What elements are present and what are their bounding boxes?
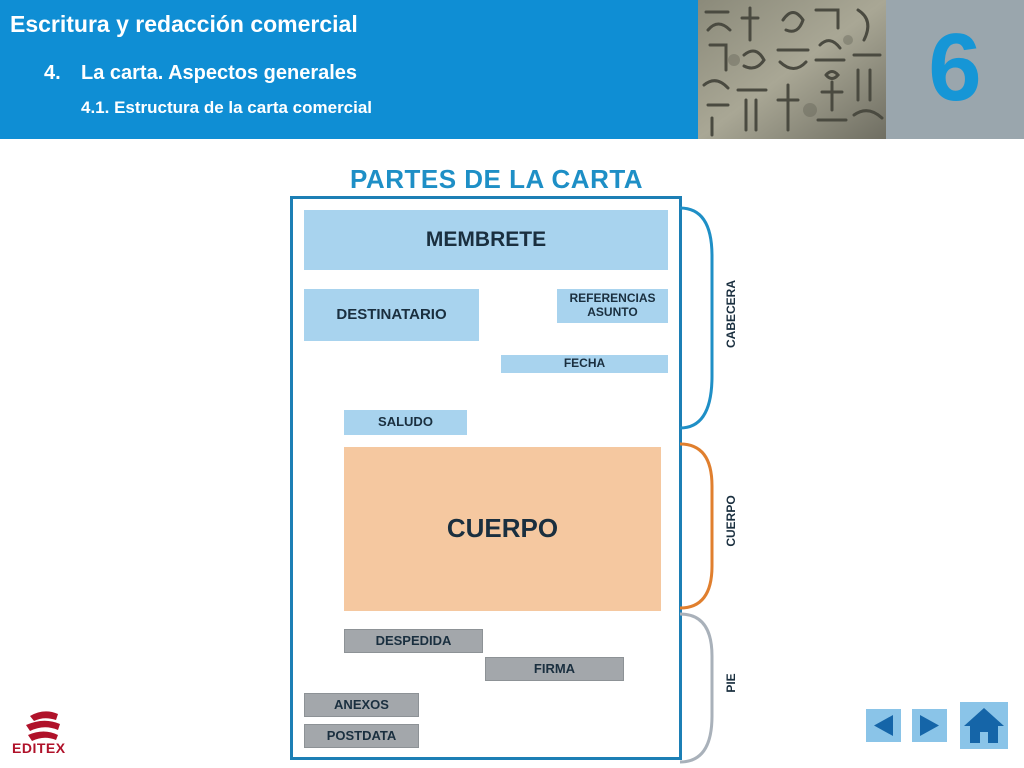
- chapter-badge: 6: [886, 0, 1024, 139]
- block-referencias-asunto: REFERENCIAS ASUNTO: [557, 289, 668, 323]
- block-membrete: MEMBRETE: [304, 210, 668, 270]
- home-button[interactable]: [960, 702, 1008, 749]
- section-brackets: [679, 206, 714, 764]
- block-cuerpo: CUERPO: [344, 447, 661, 611]
- block-anexos: ANEXOS: [304, 693, 419, 717]
- home-icon: [964, 708, 1004, 743]
- logo-text: EDITEX: [12, 740, 66, 756]
- block-destinatario: DESTINATARIO: [304, 289, 479, 341]
- label-referencias: REFERENCIAS: [569, 291, 656, 306]
- block-firma: FIRMA: [485, 657, 624, 681]
- subsection-heading: 4.1. Estructura de la carta comercial: [81, 98, 373, 117]
- next-arrow-icon: [920, 715, 939, 736]
- editex-logo-mark-icon: [26, 711, 60, 741]
- block-despedida: DESPEDIDA: [344, 629, 483, 653]
- editex-logo: EDITEX: [10, 708, 80, 760]
- letter-frame: MEMBRETE DESTINATARIO REFERENCIAS ASUNTO…: [290, 196, 682, 760]
- label-asunto: ASUNTO: [587, 305, 638, 319]
- slide-title: Escritura y redacción comercial: [10, 11, 358, 37]
- block-saludo: SALUDO: [344, 410, 467, 435]
- previous-button[interactable]: [866, 709, 901, 742]
- bracket-cuerpo: [679, 442, 714, 610]
- block-fecha: FECHA: [501, 355, 668, 373]
- next-button[interactable]: [912, 709, 947, 742]
- diagram-title: PARTES DE LA CARTA: [350, 164, 644, 194]
- section-title: La carta. Aspectos generales: [81, 62, 358, 84]
- bracket-cabecera: [679, 206, 714, 430]
- bracket-pie: [679, 612, 714, 764]
- section-number: 4.: [44, 62, 61, 84]
- label-pie: PIE: [724, 673, 738, 693]
- block-postdata: POSTDATA: [304, 724, 419, 748]
- hieroglyph-image: [698, 0, 886, 139]
- slide-header: Escritura y redacción comercial 4. La car…: [0, 0, 1024, 139]
- label-cabecera: CABECERA: [724, 280, 738, 349]
- chapter-number: 6: [928, 14, 982, 121]
- previous-arrow-icon: [874, 715, 893, 736]
- section-heading: 4. La carta. Aspectos generales: [44, 62, 357, 85]
- label-cuerpo-section: CUERPO: [724, 495, 738, 547]
